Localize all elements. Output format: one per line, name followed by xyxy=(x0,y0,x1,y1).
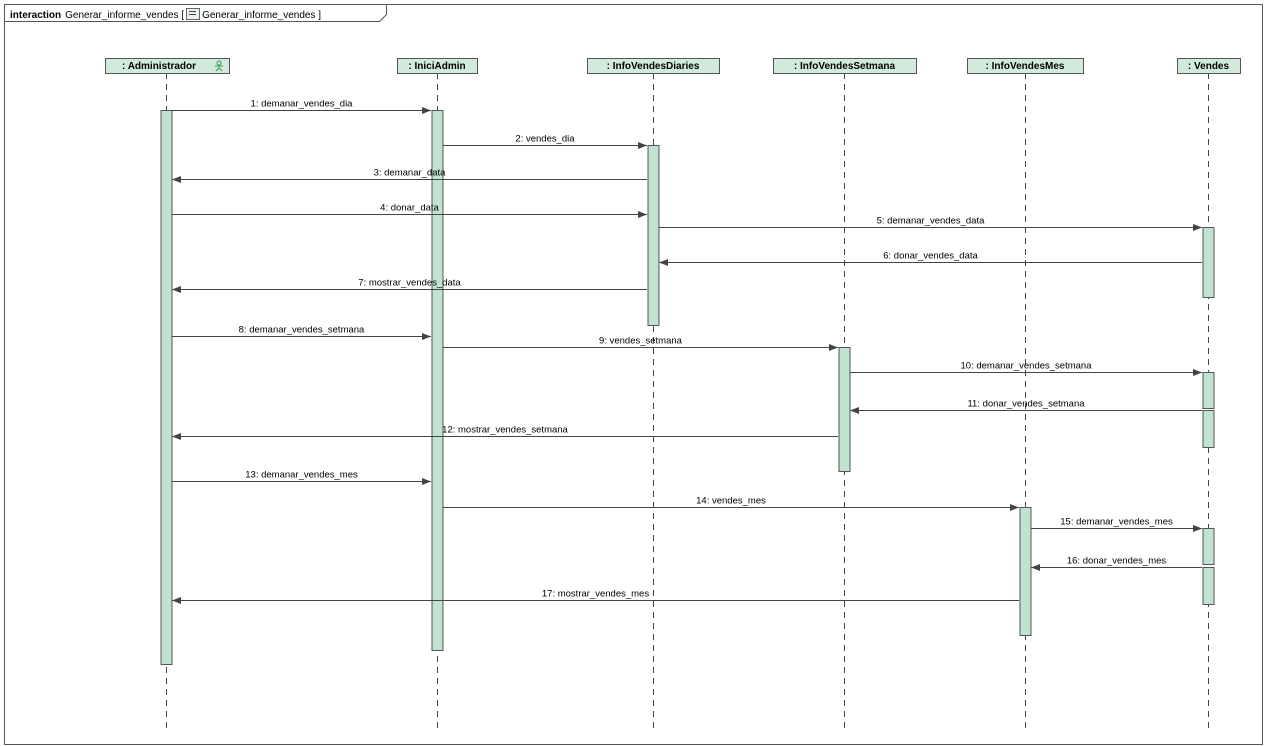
lifeline-vendes[interactable]: : Vendes xyxy=(1177,58,1241,733)
message-label: 1: demanar_vendes_dia xyxy=(251,99,354,110)
message-label: 17: mostrar_vendes_mes xyxy=(542,589,649,600)
lifeline-infovendesmes[interactable]: : InfoVendesMes xyxy=(967,58,1084,733)
lifeline-label: : IniciAdmin xyxy=(408,61,465,72)
message-label: 3: demanar_data xyxy=(374,168,447,179)
message-10[interactable]: 10: demanar_vendes_setmana xyxy=(850,361,1202,376)
message-label: 5: demanar_vendes_data xyxy=(877,216,985,227)
message-6[interactable]: 6: donar_vendes_data xyxy=(659,251,1202,266)
message-7[interactable]: 7: mostrar_vendes_data xyxy=(172,278,647,293)
frame-diagram-name: Generar_informe_vendes ] xyxy=(202,10,322,21)
message-label: 8: demanar_vendes_setmana xyxy=(239,325,365,336)
message-label: 16: donar_vendes_mes xyxy=(1067,556,1167,567)
message-12[interactable]: 12: mostrar_vendes_setmana xyxy=(172,425,838,440)
lifeline-header-box[interactable] xyxy=(397,58,478,74)
lifeline-header-box[interactable] xyxy=(587,58,720,74)
lifeline-label: : Administrador xyxy=(122,61,196,72)
activation-bar-administrador xyxy=(160,110,173,665)
message-label: 11: donar_vendes_setmana xyxy=(967,399,1085,410)
message-9[interactable]: 9: vendes_setmana xyxy=(443,336,838,351)
lifeline-infovendessetmana[interactable]: : InfoVendesSetmana xyxy=(773,58,917,733)
activation-bar-vendes xyxy=(1202,528,1215,565)
sequence-diagram-icon xyxy=(186,8,201,20)
lifeline-label: : Vendes xyxy=(1188,61,1230,72)
frame-name-prefix: Generar_informe_vendes [ xyxy=(65,10,185,21)
message-label: 12: mostrar_vendes_setmana xyxy=(442,425,568,436)
message-label: 15: demanar_vendes_mes xyxy=(1060,517,1173,528)
activation-bar-vendes xyxy=(1202,227,1215,298)
lifeline-label: : InfoVendesMes xyxy=(986,61,1065,72)
message-label: 2: vendes_dia xyxy=(515,134,575,145)
activation-bar-infovendessetmana xyxy=(838,347,851,472)
message-4[interactable]: 4: donar_data xyxy=(172,203,647,218)
message-17[interactable]: 17: mostrar_vendes_mes xyxy=(172,589,1019,604)
message-15[interactable]: 15: demanar_vendes_mes xyxy=(1031,517,1202,532)
message-label: 10: demanar_vendes_setmana xyxy=(961,361,1093,372)
activation-bar-vendes xyxy=(1202,410,1215,448)
frame-keyword: interaction xyxy=(10,10,62,21)
frame-title-tab xyxy=(4,4,387,22)
activation-bar-infovendesmes xyxy=(1019,507,1032,636)
actor-icon xyxy=(215,60,223,72)
message-11[interactable]: 11: donar_vendes_setmana xyxy=(850,399,1202,414)
message-label: 13: demanar_vendes_mes xyxy=(245,470,358,481)
message-label: 14: vendes_mes xyxy=(696,496,766,507)
lifeline-header-box[interactable] xyxy=(773,58,917,74)
lifeline-header-box[interactable] xyxy=(967,58,1084,74)
message-16[interactable]: 16: donar_vendes_mes xyxy=(1031,556,1202,571)
message-3[interactable]: 3: demanar_data xyxy=(172,168,647,183)
message-8[interactable]: 8: demanar_vendes_setmana xyxy=(172,325,431,340)
message-label: 7: mostrar_vendes_data xyxy=(358,278,461,289)
lifeline-header-box[interactable] xyxy=(1177,58,1241,74)
message-label: 6: donar_vendes_data xyxy=(883,251,978,262)
message-5[interactable]: 5: demanar_vendes_data xyxy=(659,216,1202,231)
message-14[interactable]: 14: vendes_mes xyxy=(443,496,1019,511)
lifeline-infovendesdiaries[interactable]: : InfoVendesDiaries xyxy=(587,58,720,733)
message-1[interactable]: 1: demanar_vendes_dia xyxy=(172,99,431,114)
message-label: 9: vendes_setmana xyxy=(599,336,683,347)
message-13[interactable]: 13: demanar_vendes_mes xyxy=(172,470,431,485)
lifeline-label: : InfoVendesSetmana xyxy=(794,61,896,72)
activation-bar-iniciadmin xyxy=(431,110,444,651)
lifeline-label: : InfoVendesDiaries xyxy=(607,61,700,72)
activation-bar-vendes xyxy=(1202,567,1215,605)
activation-bar-infovendesdiaries xyxy=(647,145,660,326)
lifeline-administrador[interactable]: : Administrador xyxy=(105,58,230,733)
activation-bar-vendes xyxy=(1202,372,1215,409)
interaction-frame xyxy=(4,4,1263,745)
lifeline-header-box[interactable] xyxy=(105,58,230,74)
message-2[interactable]: 2: vendes_dia xyxy=(443,134,647,149)
message-label: 4: donar_data xyxy=(380,203,439,214)
lifeline-iniciadmin[interactable]: : IniciAdmin xyxy=(397,58,478,733)
